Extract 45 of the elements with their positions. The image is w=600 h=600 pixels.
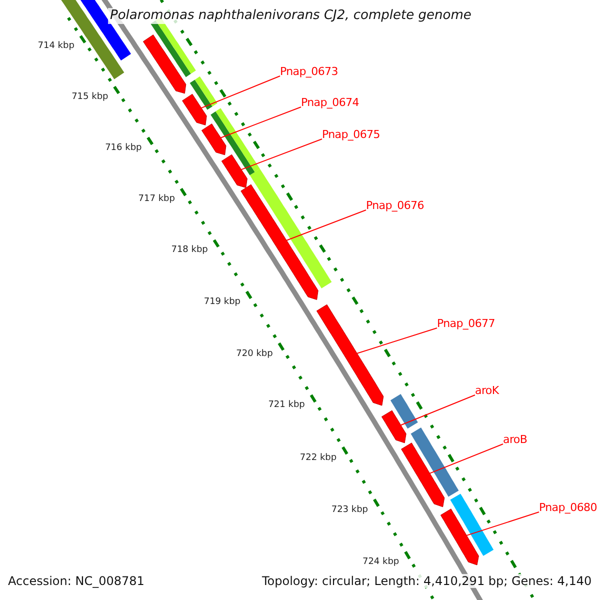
gene-label: Pnap_0677: [437, 317, 495, 330]
gene-label: Pnap_0675: [322, 128, 380, 142]
leader-line: [200, 76, 280, 108]
gene-bar: [410, 428, 459, 497]
scale-label: 720 kbp: [236, 348, 273, 360]
gene-label: Pnap_0673: [280, 65, 338, 78]
scale-label: 714 kbp: [38, 41, 74, 52]
gene-feature: [316, 304, 384, 406]
genome-info-text: Topology: circular; Length: 4,410,291 bp; Genes: 4,140: [262, 574, 592, 588]
gene-bar: [210, 108, 260, 176]
leader-line: [240, 138, 322, 170]
scale-label: 721 kbp: [268, 400, 305, 412]
gene-label: Pnap_0676: [366, 199, 424, 212]
leader-line: [220, 106, 302, 138]
gene-bar: [450, 494, 494, 556]
gene-label: aroK: [475, 384, 499, 398]
leader-line: [429, 444, 504, 474]
gene-label: Pnap_0674: [301, 96, 359, 110]
scale-label: 719 kbp: [204, 296, 241, 308]
accession-text: Accession: NC_008781: [8, 574, 144, 588]
gene-feature: [381, 410, 406, 444]
scale-label: 724 kbp: [362, 557, 400, 568]
gene-bar: [390, 394, 418, 429]
gene-bar: [250, 168, 332, 288]
gene-bar: [190, 76, 218, 110]
gene-label: aroB: [503, 433, 528, 446]
gene-feature: [182, 94, 207, 126]
scale-label: 718 kbp: [171, 245, 208, 256]
scale-label: 715 kbp: [72, 92, 108, 103]
gene-feature: [221, 154, 248, 188]
scale-label: 723 kbp: [331, 504, 368, 516]
leader-line: [356, 328, 438, 354]
scale-label: 722 kbp: [300, 452, 337, 464]
scale-label: 717 kbp: [138, 194, 175, 205]
gene-feature: [142, 34, 186, 94]
gene-feature: [201, 124, 226, 156]
gene-feature: [240, 184, 318, 300]
scale-label: 716 kbp: [105, 142, 142, 154]
leader-line: [466, 512, 540, 536]
gene-feature: [440, 508, 479, 566]
leader-line: [400, 394, 476, 426]
gene-feature: [401, 442, 445, 508]
leader-line: [286, 210, 366, 241]
gene-label: Pnap_0680: [539, 501, 597, 514]
map-title: Polaromonas naphthalenivorans CJ2, complete genome: [108, 8, 474, 24]
